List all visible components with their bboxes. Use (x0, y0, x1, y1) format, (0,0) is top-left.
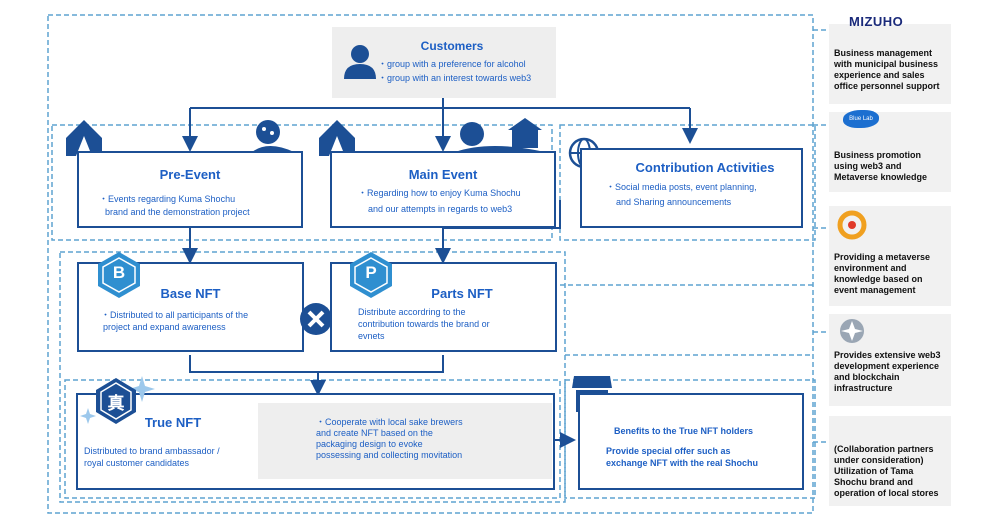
partner-text-2: Business promotion using web3 and Metave… (834, 150, 928, 182)
event-dashed-frame (51, 124, 553, 241)
partner-text-4: Provides extensive web3 development expe… (834, 350, 941, 393)
parts-nft-line-3: evnets (358, 331, 385, 341)
parts-nft-badge-letter: P (365, 263, 377, 282)
mizuho-logo: MIZUHO (849, 14, 904, 29)
cross-icon (300, 303, 332, 335)
benefits-line-2: Provide special offer such as (606, 446, 731, 456)
main-event-box: Main Event ・Regarding how to enjoy Kuma … (330, 151, 556, 228)
true-nft-note-4: possessing and collecting movitation (316, 450, 463, 460)
true-nft-note-2: and create NFT based on the (316, 428, 433, 438)
true-nft-note-box: ・Cooperate with local sake brewers and c… (258, 403, 552, 479)
base-nft-line-1: ・Distributed to all participants of the (101, 310, 249, 320)
partner-card-5: (Collaboration partners under considerat… (829, 416, 951, 506)
parts-nft-line-2: contribution towards the brand or (358, 319, 490, 329)
main-event-line-1: ・Regarding how to enjoy Kuma Shochu (358, 188, 521, 198)
main-event-title: Main Event (408, 167, 478, 182)
outer-dashed-frame (47, 14, 814, 514)
true-nft-badge (80, 376, 155, 424)
bluelab-logo: Blue Lab (843, 110, 879, 128)
partner-links (813, 29, 832, 443)
partner-text-5: (Collaboration partners under considerat… (834, 444, 939, 498)
barn-icon (455, 118, 545, 152)
customers-line-1: ・group with a preference for alcohol (378, 59, 526, 69)
true-nft-note-1: ・Cooperate with local sake brewers (316, 417, 463, 427)
base-nft-badge (98, 252, 140, 298)
benefits-box: Benefits to the True NFT holders Provide… (578, 393, 804, 490)
benefits-line-1: Benefits to the True NFT holders (614, 426, 754, 436)
parts-nft-line-1: Distribute accordring to the (358, 307, 466, 317)
true-nft-title: True NFT (144, 415, 202, 430)
customers-title: Customers (420, 39, 484, 53)
partner-text-3: Providing a metaverse environment and kn… (834, 252, 931, 295)
parts-nft-badge (350, 252, 392, 298)
base-nft-title: Base NFT (160, 286, 221, 301)
person-icon (344, 45, 376, 79)
inner-links (560, 284, 813, 356)
partner-card-4: Provides extensive web3 development expe… (829, 314, 951, 406)
true-nft-line-2: royal customer candidates (84, 458, 190, 468)
true-nft-line-1: Distributed to brand ambassador / (84, 446, 220, 456)
food-icon (252, 120, 294, 152)
true-nft-note-3: packaging design to evoke (316, 439, 423, 449)
pre-event-line-2: brand and the demonstration project (105, 207, 250, 217)
partner-card-1: MIZUHO Business management with municipa… (829, 15, 951, 104)
partner-logo-4 (840, 319, 864, 343)
contribution-title: Contribution Activities (635, 160, 775, 175)
base-nft-badge-letter: B (112, 263, 126, 282)
customers-line-2: ・group with an interest towards web3 (378, 73, 532, 83)
base-nft-line-2: project and expand awareness (103, 322, 226, 332)
customers-box: Customers ・group with a preference for a… (332, 27, 556, 98)
nft-dashed-frame (59, 251, 566, 503)
main-event-line-2: and our attempts in regards to web3 (368, 204, 513, 214)
contribution-dashed-frame (559, 124, 816, 241)
partner-text-1: Business management with municipal busin… (834, 48, 940, 91)
benefits-line-3: exchange NFT with the real Shochu (606, 458, 759, 468)
true-nft-badge-letter: 真 (107, 394, 125, 413)
partner-logo-3 (837, 210, 867, 240)
contribution-line-1: ・Social media posts, event planning, (606, 182, 757, 192)
contribution-box: Contribution Activities ・Social media po… (580, 148, 803, 228)
partner-card-2: Blue Lab Business promotion using web3 a… (829, 110, 951, 192)
pre-event-title: Pre-Event (159, 167, 221, 182)
contribution-line-2: and Sharing announcements (616, 197, 732, 207)
parts-nft-title: Parts NFT (431, 286, 493, 301)
partner-card-3: Providing a metaverse environment and kn… (829, 206, 951, 306)
pre-event-box: Pre-Event ・Events regarding Kuma Shochu … (77, 151, 303, 228)
pre-event-line-1: ・Events regarding Kuma Shochu (99, 194, 236, 204)
true-nft-box: True NFT Distributed to brand ambassador… (76, 393, 555, 490)
